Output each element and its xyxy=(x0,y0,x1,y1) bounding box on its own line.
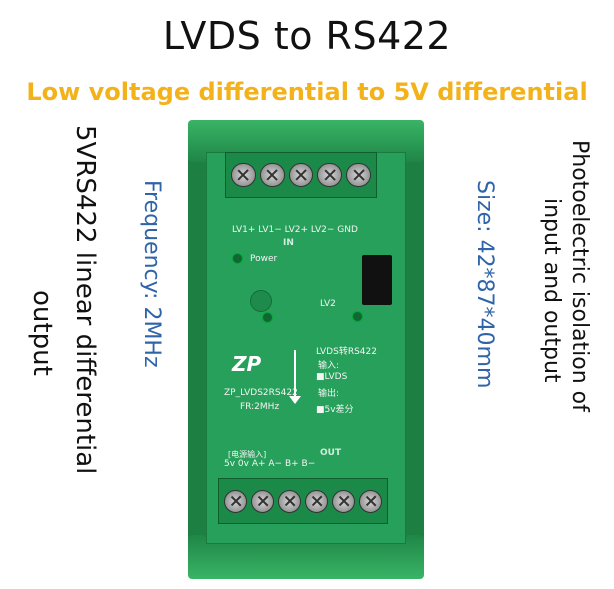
arrow-down-icon xyxy=(289,350,301,404)
input-label: 输入: xyxy=(318,361,340,371)
chip-label: LVDS转RS422 xyxy=(316,347,377,357)
screw-icon xyxy=(317,162,343,188)
screw-icon xyxy=(224,489,247,513)
screw-icon xyxy=(346,162,371,188)
output-label: 输出: xyxy=(318,389,340,399)
output-pin-labels: 5v 0v A+ A− B+ B− xyxy=(224,459,316,469)
enclosure-side-right xyxy=(402,150,424,550)
screw-icon xyxy=(288,162,314,188)
screw-icon xyxy=(332,489,355,513)
title: LVDS to RS422 xyxy=(162,14,452,58)
screw-icon xyxy=(305,489,328,513)
size-text: Size: 42*87*40mm xyxy=(472,180,497,389)
frequency-text: Frequency: 2MHz xyxy=(139,180,164,368)
input-pin-labels: LV1+ LV1− LV2+ LV2− GND xyxy=(232,225,358,235)
left-text-line1: 5VRS422 linear differential xyxy=(70,125,100,475)
screw-icon xyxy=(278,489,301,513)
screw-icon xyxy=(259,162,285,188)
right-text-line2: input and output xyxy=(539,198,564,383)
model-label: ZP_LVDS2RS422 xyxy=(224,388,298,398)
power-label: Power xyxy=(250,254,278,264)
lv2-led-icon xyxy=(352,311,363,322)
screw-icon xyxy=(231,162,256,188)
mounting-hole xyxy=(250,290,272,312)
diff-option: ■5v差分 xyxy=(316,405,354,415)
input-terminal-block xyxy=(225,152,377,198)
subtitle: Low voltage differential to 5V different… xyxy=(26,78,588,106)
power-input-label: [电源输入] xyxy=(228,450,267,459)
in-label: IN xyxy=(283,238,294,248)
led-icon xyxy=(262,312,273,323)
out-label: OUT xyxy=(320,448,342,458)
frequency-small-label: FR:2MHz xyxy=(240,402,280,412)
screw-icon xyxy=(251,489,274,513)
side-connector xyxy=(362,255,392,305)
power-led-icon xyxy=(232,253,243,264)
enclosure-side-left xyxy=(188,150,210,550)
right-text-line1: Photoelectric isolation of xyxy=(567,140,592,412)
zp-logo: ZP xyxy=(232,352,262,376)
screw-icon xyxy=(359,489,382,513)
left-text-line2: output xyxy=(27,290,57,376)
lvds-option: ■LVDS xyxy=(316,372,348,382)
lv2-label: LV2 xyxy=(320,299,336,309)
output-terminal-block xyxy=(218,478,388,524)
